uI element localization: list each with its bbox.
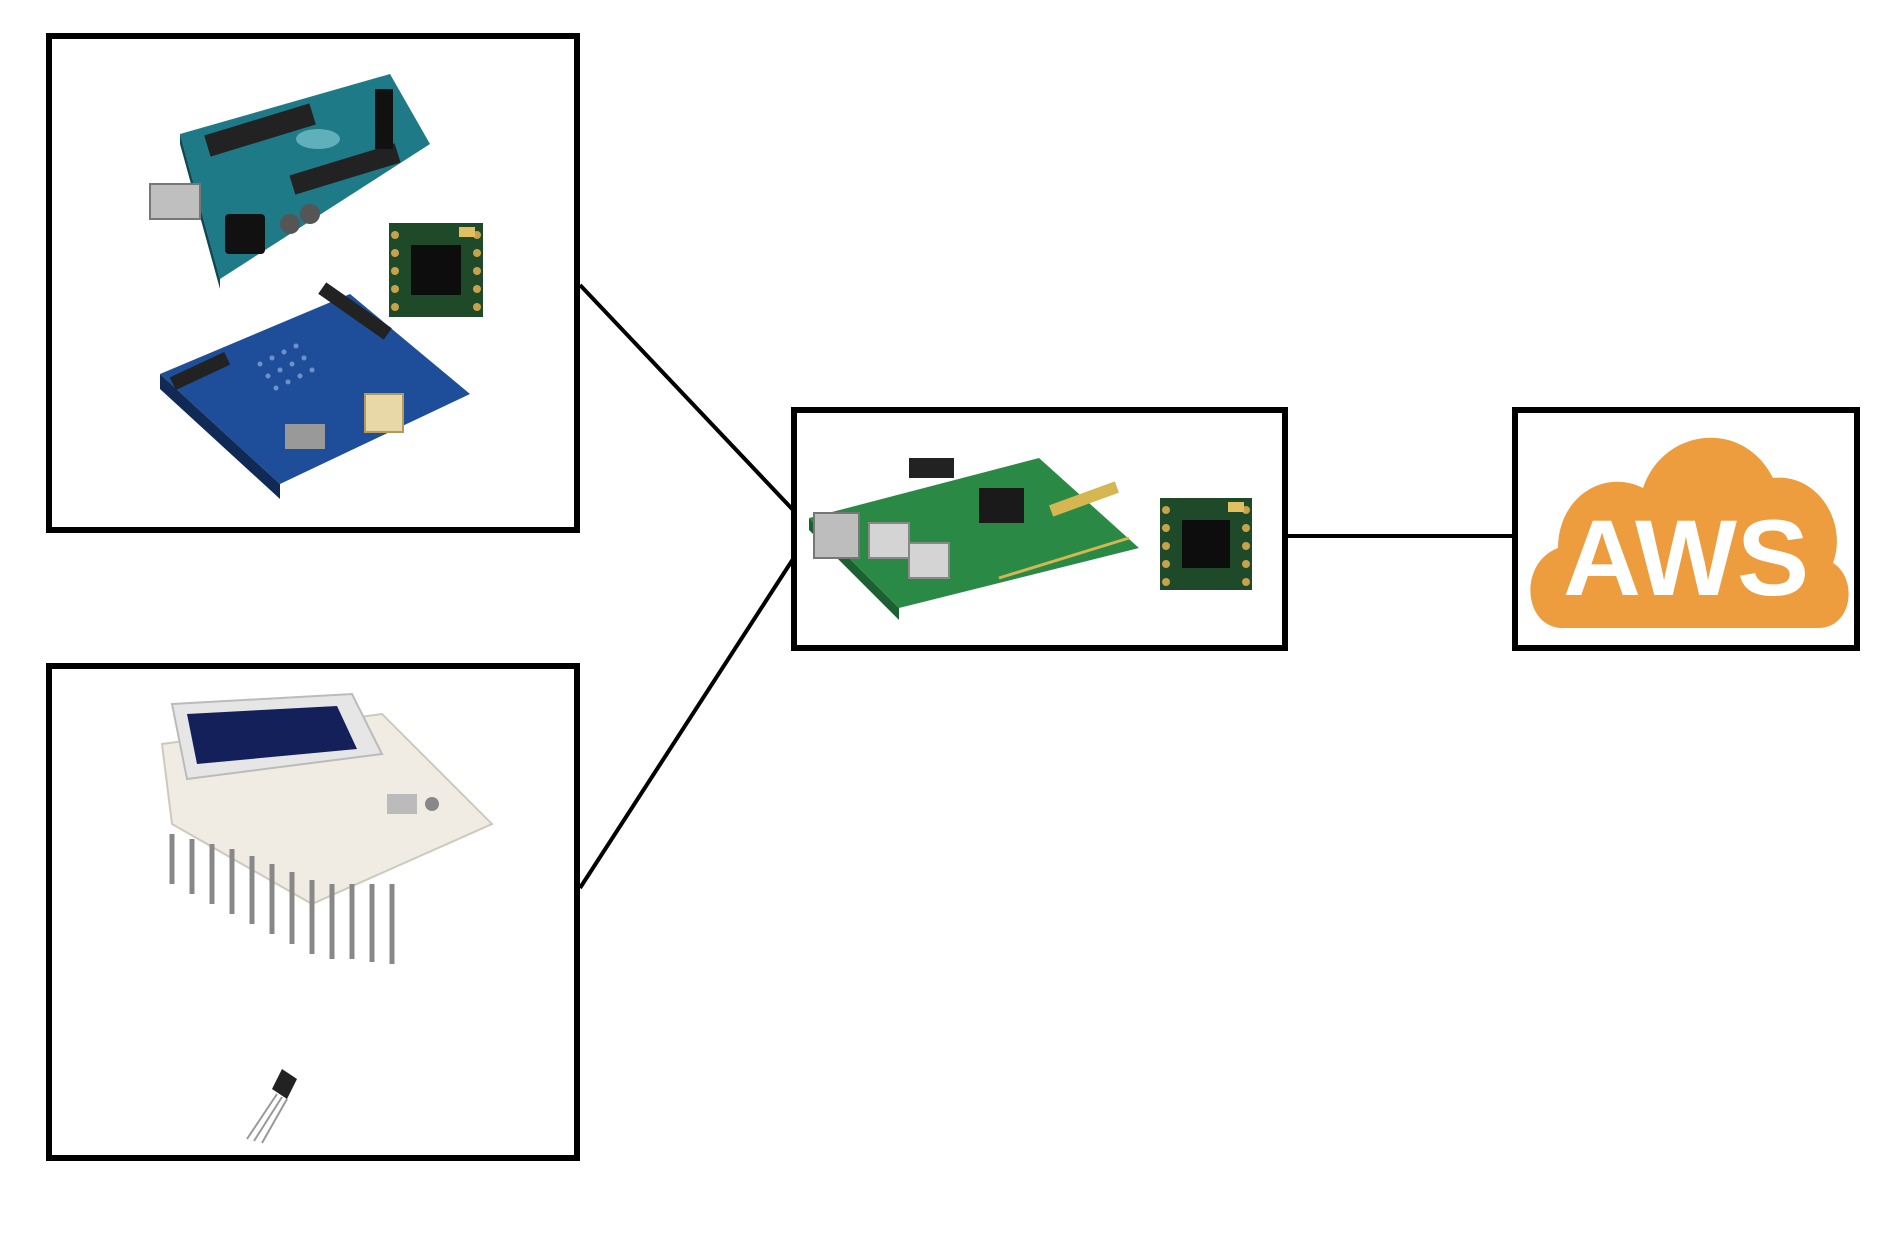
cloud-icon xyxy=(1530,437,1849,628)
edge-node-b-to-gateway xyxy=(578,554,797,890)
lora-module-image xyxy=(389,223,483,317)
cloud-node: AWS xyxy=(1512,407,1860,651)
lora-module-gateway-image xyxy=(1160,498,1252,590)
sensor-node-a xyxy=(46,33,580,533)
aws-cloud-logo: AWS xyxy=(1530,437,1849,628)
sensor-node-b xyxy=(46,663,580,1161)
sensor-node-b-illustration xyxy=(160,692,494,1144)
oled-lora-dev-board-image xyxy=(160,692,494,964)
arduino-uno-image xyxy=(149,74,430,289)
edge-node-a-to-gateway xyxy=(578,283,797,514)
temperature-sensor-image xyxy=(246,1069,297,1144)
gps-proto-shield-image xyxy=(160,282,470,499)
raspberry-pi-image xyxy=(809,458,1139,620)
aws-logo-text: AWS xyxy=(1563,497,1809,618)
sensor-node-a-illustration xyxy=(149,74,483,499)
gateway-node xyxy=(791,407,1288,651)
gateway-illustration xyxy=(809,458,1252,620)
